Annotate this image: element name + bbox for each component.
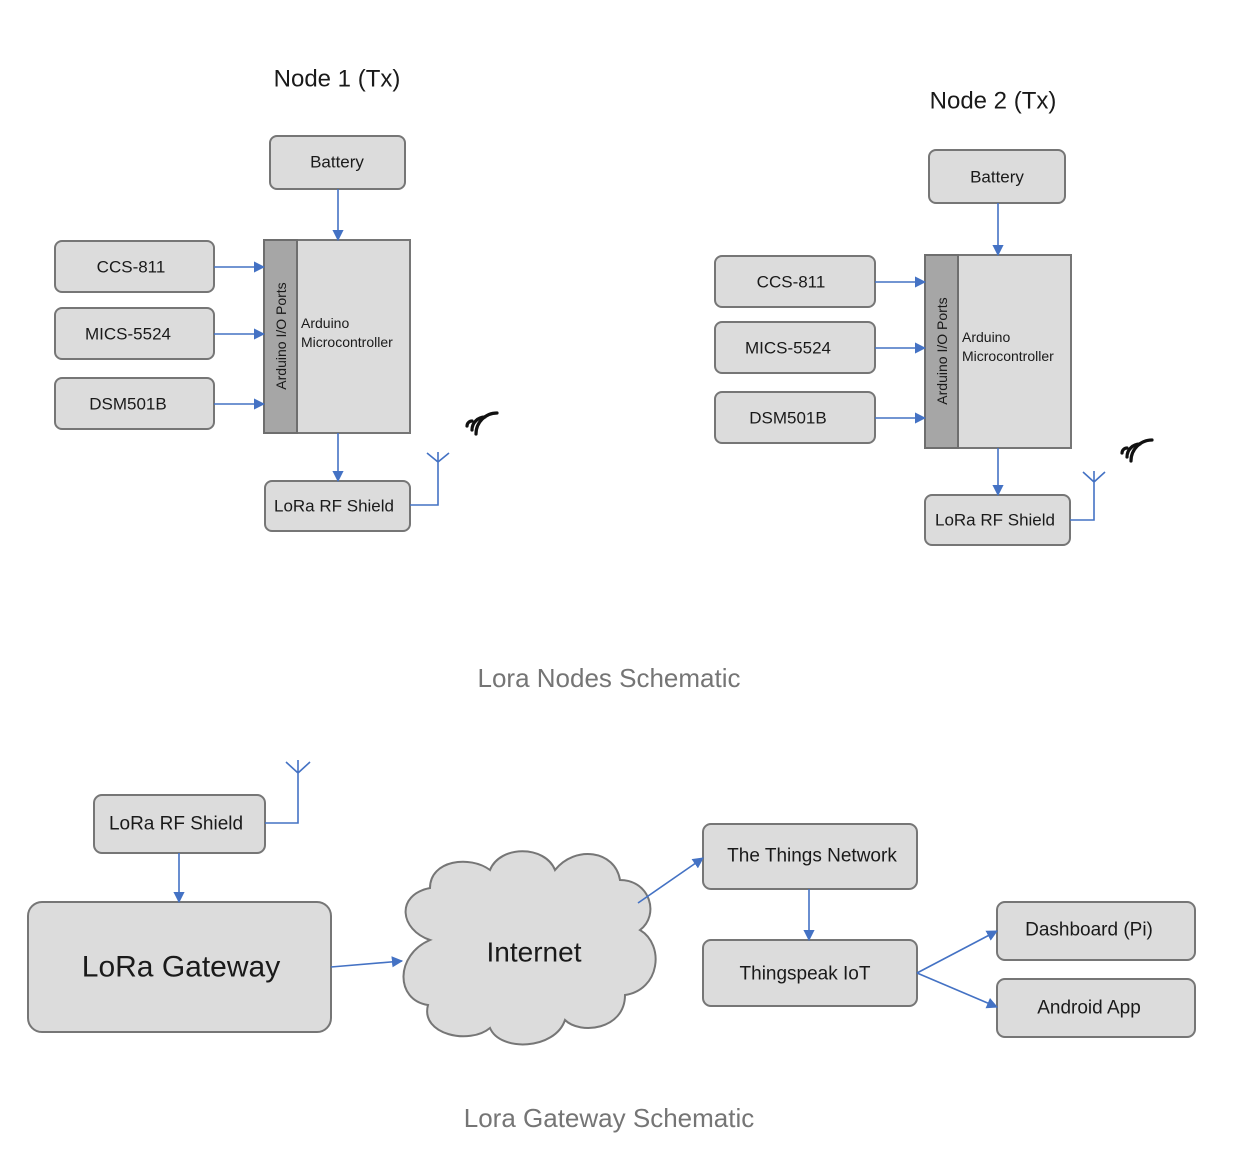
node2-ports-label: Arduino I/O Ports xyxy=(934,297,950,404)
gateway-connector xyxy=(916,930,998,974)
android-label: Android App xyxy=(1037,998,1141,1019)
gateway-connector xyxy=(916,972,999,1009)
gateway-rf-label: LoRa RF Shield xyxy=(109,814,243,835)
gateway-connector xyxy=(330,956,404,968)
node1-mcu-label: Arduino xyxy=(301,315,349,331)
nodes-caption: Lora Nodes Schematic xyxy=(477,663,740,693)
thingspeak-label: Thingspeak IoT xyxy=(740,964,871,985)
antenna-icon xyxy=(410,452,450,506)
node2-sensor-label: MICS-5524 xyxy=(745,339,831,358)
node1-sensor-label: MICS-5524 xyxy=(85,325,171,344)
node2-diagram: Node 2 (Tx) Battery CCS-811 MICS-5524 DS… xyxy=(714,88,1154,546)
node2-title: Node 2 (Tx) xyxy=(930,88,1057,115)
node1-mcu-label: Microcontroller xyxy=(301,334,393,350)
gateway-diagram: LoRa RF Shield LoRa Gateway Internet The… xyxy=(27,760,1196,1046)
node1-diagram: Node 1 (Tx) Battery CCS-811 MICS-5524 DS… xyxy=(54,66,499,532)
node2-mcu-label: Microcontroller xyxy=(962,348,1054,364)
wireless-signal-icon xyxy=(1120,438,1154,463)
node1-battery-label: Battery xyxy=(310,153,364,172)
node1-ports-label: Arduino I/O Ports xyxy=(273,282,289,389)
internet-cloud xyxy=(402,850,657,1046)
node1-rf-label: LoRa RF Shield xyxy=(274,497,394,516)
node1-ports-bar xyxy=(263,239,298,434)
antenna-icon xyxy=(265,760,311,824)
node2-sensor-label: CCS-811 xyxy=(757,273,826,292)
node2-sensor-label: DSM501B xyxy=(749,409,826,428)
antenna-icon xyxy=(1070,471,1106,521)
gateway-caption: Lora Gateway Schematic xyxy=(464,1103,754,1133)
ttn-box xyxy=(702,823,918,890)
ttn-label: The Things Network xyxy=(727,846,897,867)
node2-battery-label: Battery xyxy=(970,168,1024,187)
lora-gateway-label: LoRa Gateway xyxy=(82,951,280,984)
internet-label: Internet xyxy=(487,937,582,968)
node1-title: Node 1 (Tx) xyxy=(274,66,401,93)
node2-rf-label: LoRa RF Shield xyxy=(935,511,1055,530)
node2-ports-bar xyxy=(924,254,959,449)
node2-mcu-label: Arduino xyxy=(962,329,1010,345)
node1-sensor-label: DSM501B xyxy=(89,395,166,414)
wireless-signal-icon xyxy=(465,411,499,436)
node1-sensor-label: CCS-811 xyxy=(97,258,166,277)
dashboard-label: Dashboard (Pi) xyxy=(1025,920,1153,941)
gateway-connector xyxy=(637,857,704,904)
node2-battery-box xyxy=(928,149,1066,204)
